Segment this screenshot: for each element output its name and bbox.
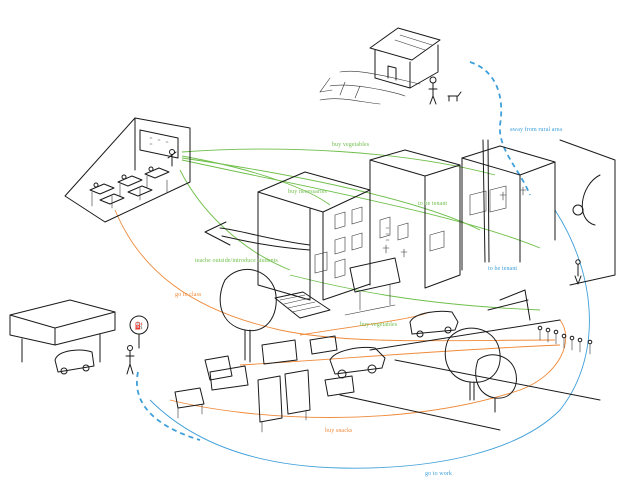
- green-flow-buy-necessaries: [181, 155, 331, 206]
- flow-labels: away from rural area buy vegetables buy …: [175, 126, 562, 477]
- label-go-to-class: go to class: [175, 292, 202, 298]
- label-buy-vegetables-2: buy vegetables: [360, 322, 398, 328]
- orange-flow-buy-snacks: [169, 319, 567, 418]
- label-away-from-rural-area: away from rural area: [510, 126, 562, 133]
- label-buy-vegetables: buy vegetables: [332, 142, 370, 148]
- return-arrow-sketch: [204, 221, 311, 251]
- orange-flow-to-stalls-2: [239, 344, 561, 366]
- green-flow-buy-vegetables-2: [289, 274, 541, 311]
- green-flow-to-be-tenant-2: [181, 159, 541, 249]
- blue-flow-go-to-work: [149, 209, 590, 469]
- rural-house-sketch: [319, 27, 462, 105]
- label-to-be-tenant-1: to be tenant: [418, 201, 447, 207]
- gas-station-sketch: ⛽: [9, 299, 149, 375]
- blue-flow-away-from-rural-area: [469, 61, 531, 196]
- orange-flow-to-stalls: [279, 329, 556, 342]
- orange-flow-to-shop: [299, 311, 431, 336]
- vehicles-sketch: [204, 310, 459, 381]
- green-flow-to-be-tenant-1: [181, 157, 481, 231]
- orange-flow-go-to-class: [114, 209, 281, 331]
- trees-sketch: [219, 269, 517, 413]
- buildings-sketch: [257, 139, 616, 319]
- label-teacher-outside: teache outside/introduce students: [195, 258, 279, 264]
- label-go-to-work: go to work: [425, 471, 452, 477]
- label-to-be-tenant-2: to be tenant: [488, 266, 517, 272]
- label-buy-snacks: buy snacks: [325, 428, 353, 434]
- stalls-and-road-sketch: [174, 259, 601, 433]
- gas-station-symbol: ⛽: [135, 321, 144, 330]
- label-buy-necessaries: buy necessaries: [288, 189, 328, 195]
- green-flow-teacher-outside: [179, 169, 291, 271]
- classroom-sketch: [64, 117, 191, 223]
